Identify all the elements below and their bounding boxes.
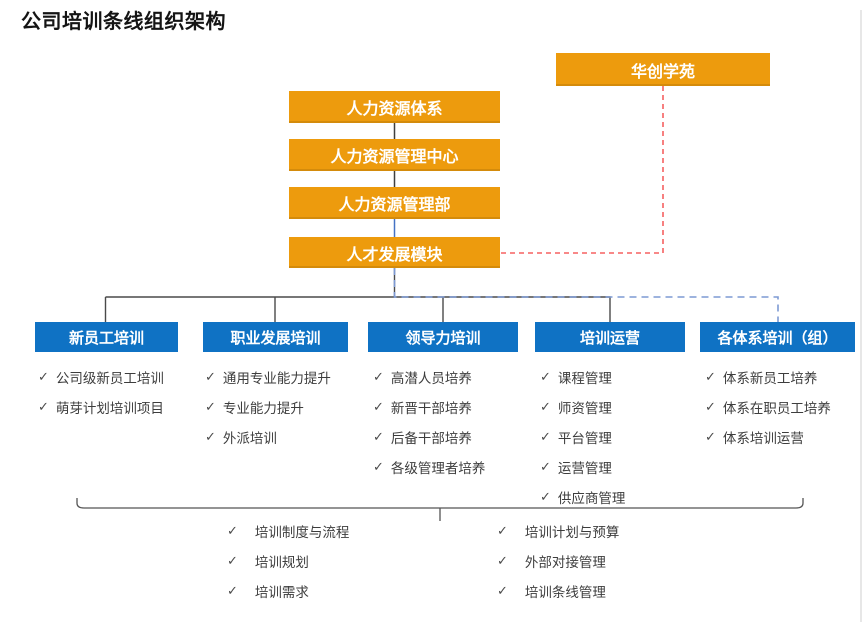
check-icon: ✓ bbox=[540, 489, 551, 504]
check-icon: ✓ bbox=[227, 583, 238, 598]
check-list-item: ✓ 平台管理 bbox=[540, 422, 625, 452]
check-icon: ✓ bbox=[227, 523, 238, 538]
check-list-leadership-training: ✓ 高潜人员培养 ✓ 新晋干部培养 ✓ 后备干部培养 ✓ 各级管理者培养 bbox=[373, 362, 485, 482]
check-icon: ✓ bbox=[497, 583, 508, 598]
red-dashed-connector bbox=[500, 86, 664, 254]
column-header-career-development-training: 职业发展培训 bbox=[203, 322, 348, 352]
tree-connector-lines bbox=[104, 268, 611, 322]
check-list-item: ✓ 体系新员工培养 bbox=[705, 362, 831, 392]
box-huachuang-academy: 华创学苑 bbox=[556, 53, 770, 86]
check-list-item: ✓ 师资管理 bbox=[540, 392, 625, 422]
check-item-label: 体系新员工培养 bbox=[722, 371, 818, 386]
check-icon: ✓ bbox=[497, 553, 508, 568]
check-item-label: 外派培训 bbox=[222, 431, 277, 446]
column-header-leadership-training: 领导力培训 bbox=[368, 322, 518, 352]
check-list-item: ✓ 培训条线管理 bbox=[497, 576, 619, 606]
footer-list-left: ✓ 培训制度与流程 ✓ 培训规划 ✓ 培训需求 bbox=[227, 516, 349, 606]
check-list-item: ✓ 培训制度与流程 bbox=[227, 516, 349, 546]
check-item-label: 培训条线管理 bbox=[524, 585, 606, 600]
check-icon: ✓ bbox=[540, 429, 551, 444]
check-item-label: 公司级新员工培训 bbox=[55, 371, 164, 386]
check-icon: ✓ bbox=[373, 399, 384, 414]
check-icon: ✓ bbox=[540, 369, 551, 384]
check-item-label: 通用专业能力提升 bbox=[222, 371, 331, 386]
check-item-label: 课程管理 bbox=[557, 371, 612, 386]
check-list-career-development-training: ✓ 通用专业能力提升 ✓ 专业能力提升 ✓ 外派培训 bbox=[205, 362, 331, 452]
check-icon: ✓ bbox=[705, 399, 716, 414]
check-icon: ✓ bbox=[373, 459, 384, 474]
check-item-label: 高潜人员培养 bbox=[390, 371, 472, 386]
check-list-item: ✓ 通用专业能力提升 bbox=[205, 362, 331, 392]
check-icon: ✓ bbox=[205, 399, 216, 414]
check-list-system-training-group: ✓ 体系新员工培养 ✓ 体系在职员工培养 ✓ 体系培训运营 bbox=[705, 362, 831, 452]
check-icon: ✓ bbox=[38, 369, 49, 384]
column-header-system-training-group: 各体系培训（组） bbox=[700, 322, 855, 352]
check-icon: ✓ bbox=[497, 523, 508, 538]
footer-list-right: ✓ 培训计划与预算 ✓ 外部对接管理 ✓ 培训条线管理 bbox=[497, 516, 619, 606]
check-list-item: ✓ 公司级新员工培训 bbox=[38, 362, 164, 392]
check-icon: ✓ bbox=[540, 459, 551, 474]
page-title: 公司培训条线组织架构 bbox=[21, 11, 226, 33]
check-icon: ✓ bbox=[705, 429, 716, 444]
check-list-item: ✓ 体系培训运营 bbox=[705, 422, 831, 452]
check-list-item: ✓ 外派培训 bbox=[205, 422, 331, 452]
check-list-item: ✓ 运营管理 bbox=[540, 452, 625, 482]
check-list-item: ✓ 专业能力提升 bbox=[205, 392, 331, 422]
check-list-item: ✓ 培训规划 bbox=[227, 546, 349, 576]
check-item-label: 平台管理 bbox=[557, 431, 612, 446]
check-icon: ✓ bbox=[373, 369, 384, 384]
check-item-label: 供应商管理 bbox=[557, 491, 626, 506]
check-list-item: ✓ 供应商管理 bbox=[540, 482, 625, 512]
check-item-label: 体系培训运营 bbox=[722, 431, 804, 446]
box-hr-system: 人力资源体系 bbox=[289, 91, 500, 123]
check-list-item: ✓ 后备干部培养 bbox=[373, 422, 485, 452]
box-hr-management-dept: 人力资源管理部 bbox=[289, 187, 500, 219]
blue-dashed-connector bbox=[393, 268, 779, 322]
column-header-training-operations: 培训运营 bbox=[535, 322, 685, 352]
check-icon: ✓ bbox=[705, 369, 716, 384]
check-item-label: 师资管理 bbox=[557, 401, 612, 416]
check-item-label: 专业能力提升 bbox=[222, 401, 304, 416]
check-list-item: ✓ 体系在职员工培养 bbox=[705, 392, 831, 422]
check-item-label: 运营管理 bbox=[557, 461, 612, 476]
column-header-new-employee-training: 新员工培训 bbox=[35, 322, 178, 352]
check-list-item: ✓ 培训计划与预算 bbox=[497, 516, 619, 546]
check-item-label: 各级管理者培养 bbox=[390, 461, 486, 476]
check-list-new-employee-training: ✓ 公司级新员工培训 ✓ 萌芽计划培训项目 bbox=[38, 362, 164, 422]
check-list-item: ✓ 课程管理 bbox=[540, 362, 625, 392]
check-item-label: 体系在职员工培养 bbox=[722, 401, 831, 416]
check-icon: ✓ bbox=[540, 399, 551, 414]
check-item-label: 培训需求 bbox=[254, 585, 309, 600]
check-item-label: 后备干部培养 bbox=[390, 431, 472, 446]
check-item-label: 新晋干部培养 bbox=[390, 401, 472, 416]
check-item-label: 培训规划 bbox=[254, 555, 309, 570]
check-list-item: ✓ 萌芽计划培训项目 bbox=[38, 392, 164, 422]
check-item-label: 培训制度与流程 bbox=[254, 525, 350, 540]
check-item-label: 培训计划与预算 bbox=[524, 525, 620, 540]
check-list-training-operations: ✓ 课程管理 ✓ 师资管理 ✓ 平台管理 ✓ 运营管理 ✓ 供应商管理 bbox=[540, 362, 625, 512]
check-icon: ✓ bbox=[373, 429, 384, 444]
check-icon: ✓ bbox=[205, 369, 216, 384]
footer-bracket bbox=[76, 498, 804, 521]
check-icon: ✓ bbox=[227, 553, 238, 568]
check-list-item: ✓ 新晋干部培养 bbox=[373, 392, 485, 422]
check-list-item: ✓ 各级管理者培养 bbox=[373, 452, 485, 482]
check-list-item: ✓ 外部对接管理 bbox=[497, 546, 619, 576]
check-icon: ✓ bbox=[205, 429, 216, 444]
check-icon: ✓ bbox=[38, 399, 49, 414]
check-list-item: ✓ 培训需求 bbox=[227, 576, 349, 606]
check-item-label: 外部对接管理 bbox=[524, 555, 606, 570]
box-talent-development-module: 人才发展模块 bbox=[289, 237, 500, 268]
box-hr-management-center: 人力资源管理中心 bbox=[289, 139, 500, 171]
check-list-item: ✓ 高潜人员培养 bbox=[373, 362, 485, 392]
check-item-label: 萌芽计划培训项目 bbox=[55, 401, 164, 416]
